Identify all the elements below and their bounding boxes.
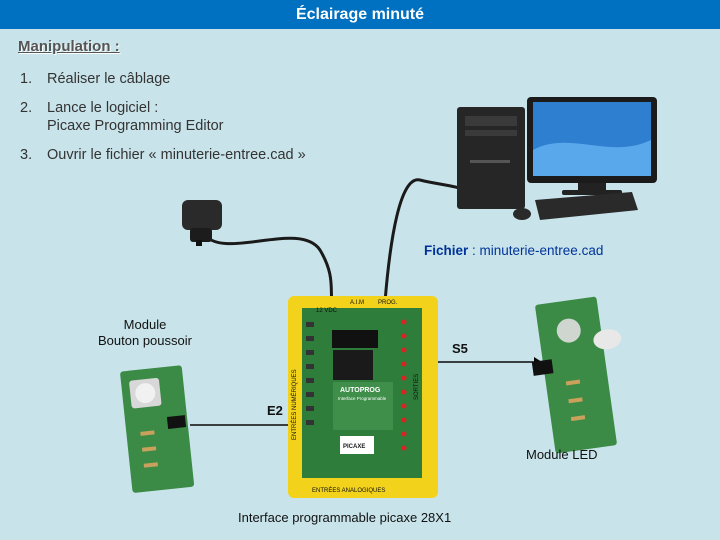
- button-module-label-line2: Bouton poussoir: [98, 333, 192, 348]
- power-adapter-image: [182, 200, 222, 246]
- fichier-label: Fichier : minuterie-entree.cad: [424, 243, 603, 258]
- board-label-analog: ENTRÉES ANALOGIQUES: [312, 487, 385, 494]
- keyboard-image: [535, 192, 638, 220]
- led-module-label: Module LED: [526, 447, 598, 462]
- step-number: 1.: [20, 71, 33, 87]
- step-text: Ouvrir le fichier « minuterie-entree.cad…: [47, 147, 306, 163]
- step-number: 2.: [20, 100, 33, 116]
- step-item: 2. Lance le logiciel : Picaxe Programmin…: [20, 99, 306, 135]
- board-label-12vdc: 12 VDC: [316, 308, 338, 314]
- mouse-image: [513, 208, 531, 220]
- board-label-prog: PROG.: [378, 300, 398, 306]
- step-text-line: Lance le logiciel :: [47, 100, 159, 116]
- interface-label: Interface programmable picaxe 28X1: [238, 510, 452, 525]
- power-cable: [203, 233, 334, 303]
- board-chip-label: PICAXE: [343, 444, 365, 450]
- usb-cable: [383, 178, 471, 303]
- e2-label: E2: [267, 403, 283, 418]
- computer-tower-image: [457, 107, 525, 209]
- step-text: Lance le logiciel : Picaxe Programming E…: [47, 99, 224, 135]
- fichier-prefix: Fichier: [424, 243, 469, 258]
- button-module-label-line1: Module: [123, 317, 167, 332]
- s5-label: S5: [452, 341, 468, 356]
- fichier-filename: : minuterie-entree.cad: [468, 243, 604, 258]
- step-text-line: Picaxe Programming Editor: [47, 118, 224, 134]
- step-number: 3.: [20, 147, 33, 163]
- button-module-label: Module Bouton poussoir: [88, 317, 202, 349]
- led-module-image: [531, 296, 622, 454]
- computer-monitor-image: [527, 97, 657, 195]
- steps-list: 1. Réaliser le câblage 2. Lance le logic…: [20, 70, 306, 175]
- step-text: Réaliser le câblage: [47, 71, 171, 87]
- board-label-aim: A.I.M: [350, 300, 364, 306]
- board-brand-sub: Interface Programmable: [338, 396, 387, 401]
- step-item: 3. Ouvrir le fichier « minuterie-entree.…: [20, 146, 306, 164]
- picaxe-board-image: [288, 296, 438, 498]
- slide-title: Éclairage minuté: [0, 0, 720, 29]
- section-heading: Manipulation :: [18, 38, 120, 55]
- board-label-outputs: SORTIES: [414, 374, 420, 400]
- button-module-image: [120, 365, 195, 493]
- step-item: 1. Réaliser le câblage: [20, 70, 306, 88]
- board-brand: AUTOPROG: [340, 387, 381, 394]
- board-label-inputs: ENTRÉES NUMÉRIQUES: [291, 369, 298, 440]
